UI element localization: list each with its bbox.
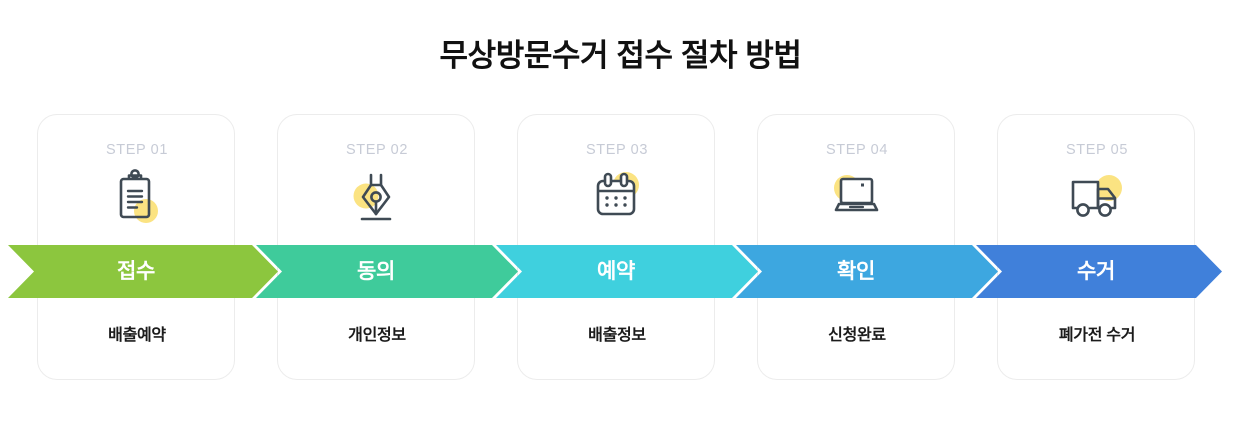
step-number-3: STEP 03: [586, 142, 648, 158]
clipboard-icon: [105, 169, 167, 227]
page-title: 무상방문수거 접수 절차 방법: [439, 38, 802, 73]
step-caption-1: 배출예약: [108, 327, 166, 344]
step-caption-2: 개인정보: [348, 327, 406, 344]
truck-icon: [1065, 169, 1127, 227]
chevron-label-3: 예약: [596, 260, 636, 283]
calendar-icon: [585, 169, 647, 227]
chevron-label-4: 확인: [836, 260, 876, 283]
step-number-5: STEP 05: [1066, 142, 1128, 158]
laptop-icon: [825, 169, 887, 227]
chevron-label-5: 수거: [1076, 260, 1116, 283]
step-caption-5: 폐가전 수거: [1058, 327, 1136, 344]
chevron-label-1: 접수: [116, 260, 156, 283]
chevron-label-2: 동의: [356, 260, 396, 283]
step-number-4: STEP 04: [826, 142, 888, 158]
step-caption-4: 신청완료: [828, 327, 886, 344]
step-caption-3: 배출정보: [588, 327, 646, 344]
step-number-1: STEP 01: [106, 142, 168, 158]
step-number-2: STEP 02: [346, 142, 408, 158]
pen-nib-icon: [345, 169, 407, 227]
